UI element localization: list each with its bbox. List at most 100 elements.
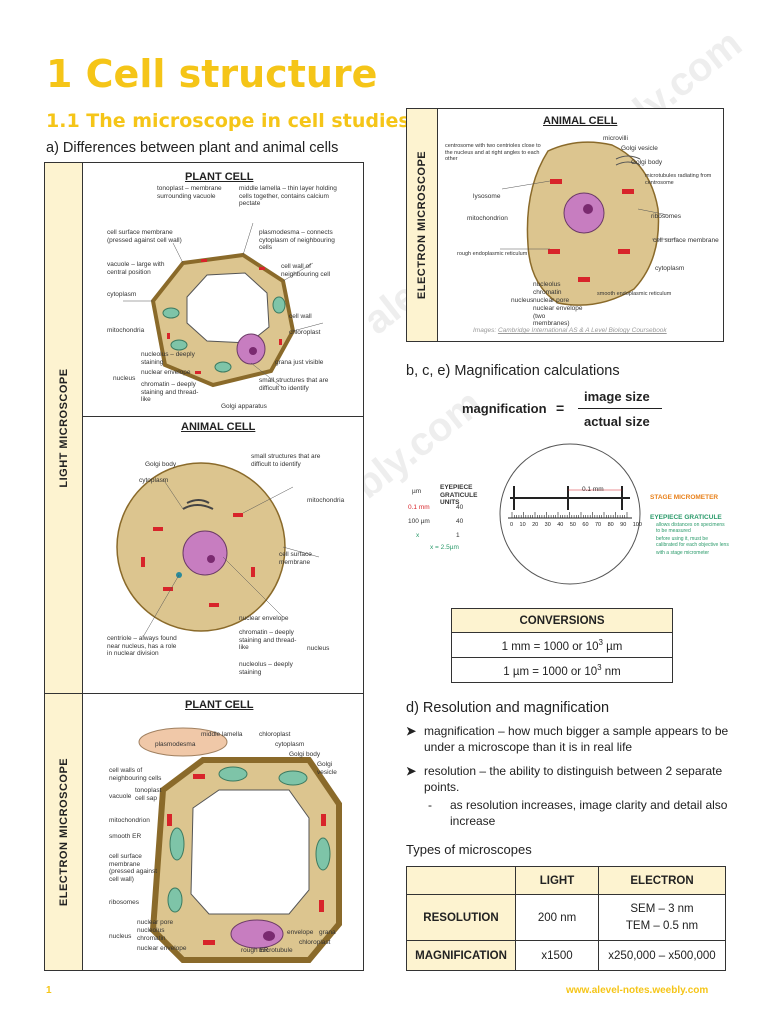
arrow-bullet-icon: ➤ [406, 764, 417, 778]
magnification-heading: b, c, e) Magnification calculations [406, 363, 620, 379]
sidebar-label: ELECTRON MICROSCOPE [416, 150, 428, 300]
label: ribosomes [651, 213, 681, 220]
sub-bullet-text: as resolution increases, image clarity a… [450, 798, 728, 828]
label: mitochondrion [109, 817, 150, 824]
label: Golgi body [145, 461, 177, 468]
conv-row-b: 1 [456, 532, 460, 539]
label: tonoplast [135, 787, 162, 794]
graticule-diagram: µm EYEPIECE GRATICULE UNITS 0.1 mm 40 10… [406, 440, 730, 590]
label: nucleolus [137, 927, 165, 934]
label: chromatin [137, 935, 166, 942]
sidebar-light-microscope: LIGHT MICROSCOPE [45, 163, 83, 694]
subsection-heading: a) Differences between plant and animal … [46, 140, 339, 156]
label: Golgi vesicle [317, 761, 337, 776]
sidebar-electron-microscope: ELECTRON MICROSCOPE [45, 694, 83, 970]
term: resolution [424, 764, 477, 778]
label: middle lamella [201, 731, 243, 738]
label: cytoplasm [107, 291, 137, 298]
label: mitochondria [307, 497, 345, 504]
footer-url[interactable]: www.alevel-notes.weebly.com [566, 985, 709, 996]
label: small structures that are difficult to i… [259, 377, 329, 392]
label: grana [319, 929, 336, 936]
bullet-magnification: ➤ magnification – how much bigger a samp… [406, 723, 736, 755]
microscope-types-table: LIGHT ELECTRON RESOLUTION 200 nm SEM – 3… [406, 866, 726, 971]
image-credit: Images: Cambridge International AS & A L… [473, 327, 667, 335]
graticule-note: allows distances on specimens to be meas… [656, 522, 725, 534]
left-diagram-frame: LIGHT MICROSCOPE ELECTRON MICROSCOPE PLA… [44, 162, 364, 971]
label: cell walls of neighbouring cells [109, 767, 162, 782]
sidebar-label: ELECTRON MICROSCOPE [57, 757, 70, 907]
res-sem: SEM – 3 nm [630, 902, 694, 915]
label: nucleolus [533, 281, 561, 288]
electron-animal-frame: ELECTRON MICROSCOPE ANIMAL CELL microvil… [406, 108, 724, 342]
light-animal-cell-diagram [116, 462, 320, 638]
tick-label: 80 [607, 522, 614, 528]
res-light: 200 nm [515, 894, 599, 941]
label: Golgi body [289, 751, 321, 758]
label: microtubules radiating from centrosome [645, 173, 712, 186]
tick-label: 40 [557, 522, 564, 528]
row-resolution: RESOLUTION [406, 894, 516, 941]
arrow-bullet-icon: ➤ [406, 724, 417, 738]
formula-lhs: magnification [462, 401, 547, 416]
conv-sup: 3 [597, 662, 602, 672]
resolution-heading: d) Resolution and magnification [406, 700, 610, 716]
label: cell surface membrane (pressed against c… [107, 229, 182, 244]
label: Golgi vesicle [621, 145, 658, 152]
label: small structures that are difficult to i… [251, 453, 321, 468]
definition: – how much bigger a sample appears to be… [424, 724, 729, 754]
label: Golgi body [631, 159, 663, 166]
graticule-tick-labels: 0 10 20 30 40 50 60 70 80 90 100 [510, 522, 642, 528]
label: cell surface membrane [653, 237, 719, 244]
res-electron: SEM – 3 nm TEM – 0.5 nm [598, 894, 726, 941]
sidebar-label: LIGHT MICROSCOPE [57, 368, 70, 488]
tick-label: 20 [532, 522, 539, 528]
label: cell wall of neighbouring cell [281, 263, 331, 278]
label: cell surface membrane (pressed against c… [109, 853, 158, 883]
tick-label: 100 [632, 522, 642, 528]
label: chloroplast [259, 731, 291, 738]
graticule-note: before using it, must be calibrated for … [656, 536, 729, 548]
tick-label: 0 [510, 522, 514, 528]
res-tem: TEM – 0.5 nm [625, 919, 699, 932]
label: envelope [287, 929, 314, 936]
conv-row-a: 100 µm [408, 518, 430, 525]
conv-result: x = 2.5µm [430, 544, 459, 551]
electron-plant-cell-diagram [138, 727, 342, 963]
electron-plant-title: PLANT CELL [185, 699, 254, 711]
label: cytoplasm [275, 741, 305, 748]
conv-row-b: 40 [456, 504, 464, 511]
stage-micrometer-label: STAGE MICROMETER [650, 494, 719, 501]
sub-bullet: - as resolution increases, image clarity… [428, 797, 728, 829]
formula-denominator: actual size [584, 414, 650, 429]
label: cell surface membrane [279, 551, 312, 566]
label: nucleolus – deeply staining [141, 351, 195, 366]
label: vacuole [109, 793, 132, 800]
definition: – the ability to distinguish between 2 s… [424, 764, 723, 794]
credit-prefix: Images: [473, 327, 498, 334]
tick-label: 50 [569, 522, 576, 528]
formula-numerator: image size [584, 389, 650, 404]
scale-label: 0.1 mm [582, 486, 604, 493]
label: lysosome [473, 193, 501, 200]
eyepiece-header: EYEPIECE GRATICULE UNITS [440, 484, 478, 506]
conv-row-a: 0.1 mm [408, 504, 430, 511]
label: chromatin – deeply staining and thread-l… [141, 381, 199, 403]
label: mitochondrion [467, 215, 508, 222]
electron-animal-title: ANIMAL CELL [543, 115, 618, 127]
label: nuclear envelope [137, 945, 187, 952]
label: nucleus [511, 297, 534, 304]
types-heading: Types of microscopes [406, 842, 532, 857]
label: mitochondria [107, 327, 145, 334]
conv-text: 1 µm = 1000 or 10 [503, 665, 598, 678]
credit-link[interactable]: Cambridge International AS & A Level Bio… [497, 327, 667, 334]
graticule-note: with a stage micrometer [656, 550, 710, 556]
conversions-header: CONVERSIONS [451, 608, 673, 633]
label: grana just visible [275, 359, 324, 366]
section-heading: 1.1 The microscope in cell studies [46, 110, 410, 132]
magnification-formula: magnification = image size actual size [462, 386, 702, 434]
tick-label: 60 [582, 522, 589, 528]
conv-sup: 3 [598, 637, 603, 647]
label: chromatin – deeply staining and thread-l… [239, 629, 297, 651]
conv-row-a: x [416, 532, 420, 539]
